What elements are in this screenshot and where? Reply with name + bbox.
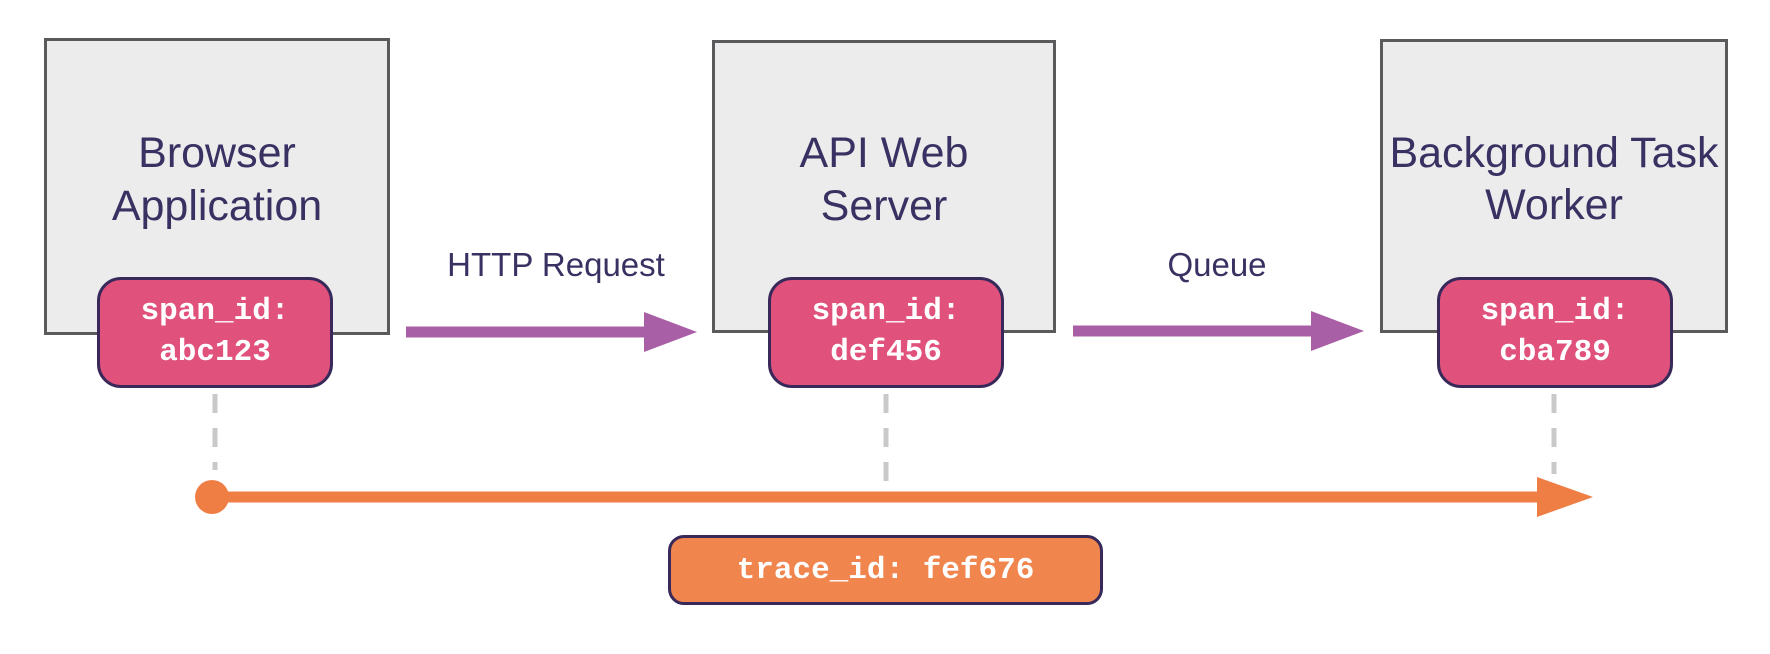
span-badge-key: span_id: [140,293,290,329]
http-request-arrow [406,312,697,352]
node-label-background-task-worker: Background Task Worker [1389,128,1719,229]
trace-start-dot-icon [195,480,229,514]
trace-id-label: trace_id: fef676 [736,552,1035,588]
span-badge-value: abc123 [159,334,271,370]
span-badge-value: cba789 [1499,334,1611,370]
span-to-trace-connectors [212,394,1557,486]
node-label-browser-application: Browser Application [111,129,323,230]
span-badge-value: def456 [830,334,942,370]
trace-arrowhead-icon [1537,477,1593,517]
span-badge-key: span_id: [1480,293,1630,329]
span-badge-abc123: span_id: abc123 [97,277,333,388]
node-label-api-web-server: API Web Server [799,129,969,230]
queue-arrow [1073,311,1364,351]
http-request-arrowhead-icon [644,312,697,352]
edge-label-http-request: HTTP Request [447,246,665,283]
trace-id-badge: trace_id: fef676 [668,535,1103,605]
edge-label-queue: Queue [1167,246,1267,283]
span-badge-cba789: span_id: cba789 [1437,277,1673,388]
trace-timeline [195,477,1593,517]
queue-arrowhead-icon [1311,311,1364,351]
span-badge-def456: span_id: def456 [768,277,1004,388]
span-badge-key: span_id: [811,293,961,329]
